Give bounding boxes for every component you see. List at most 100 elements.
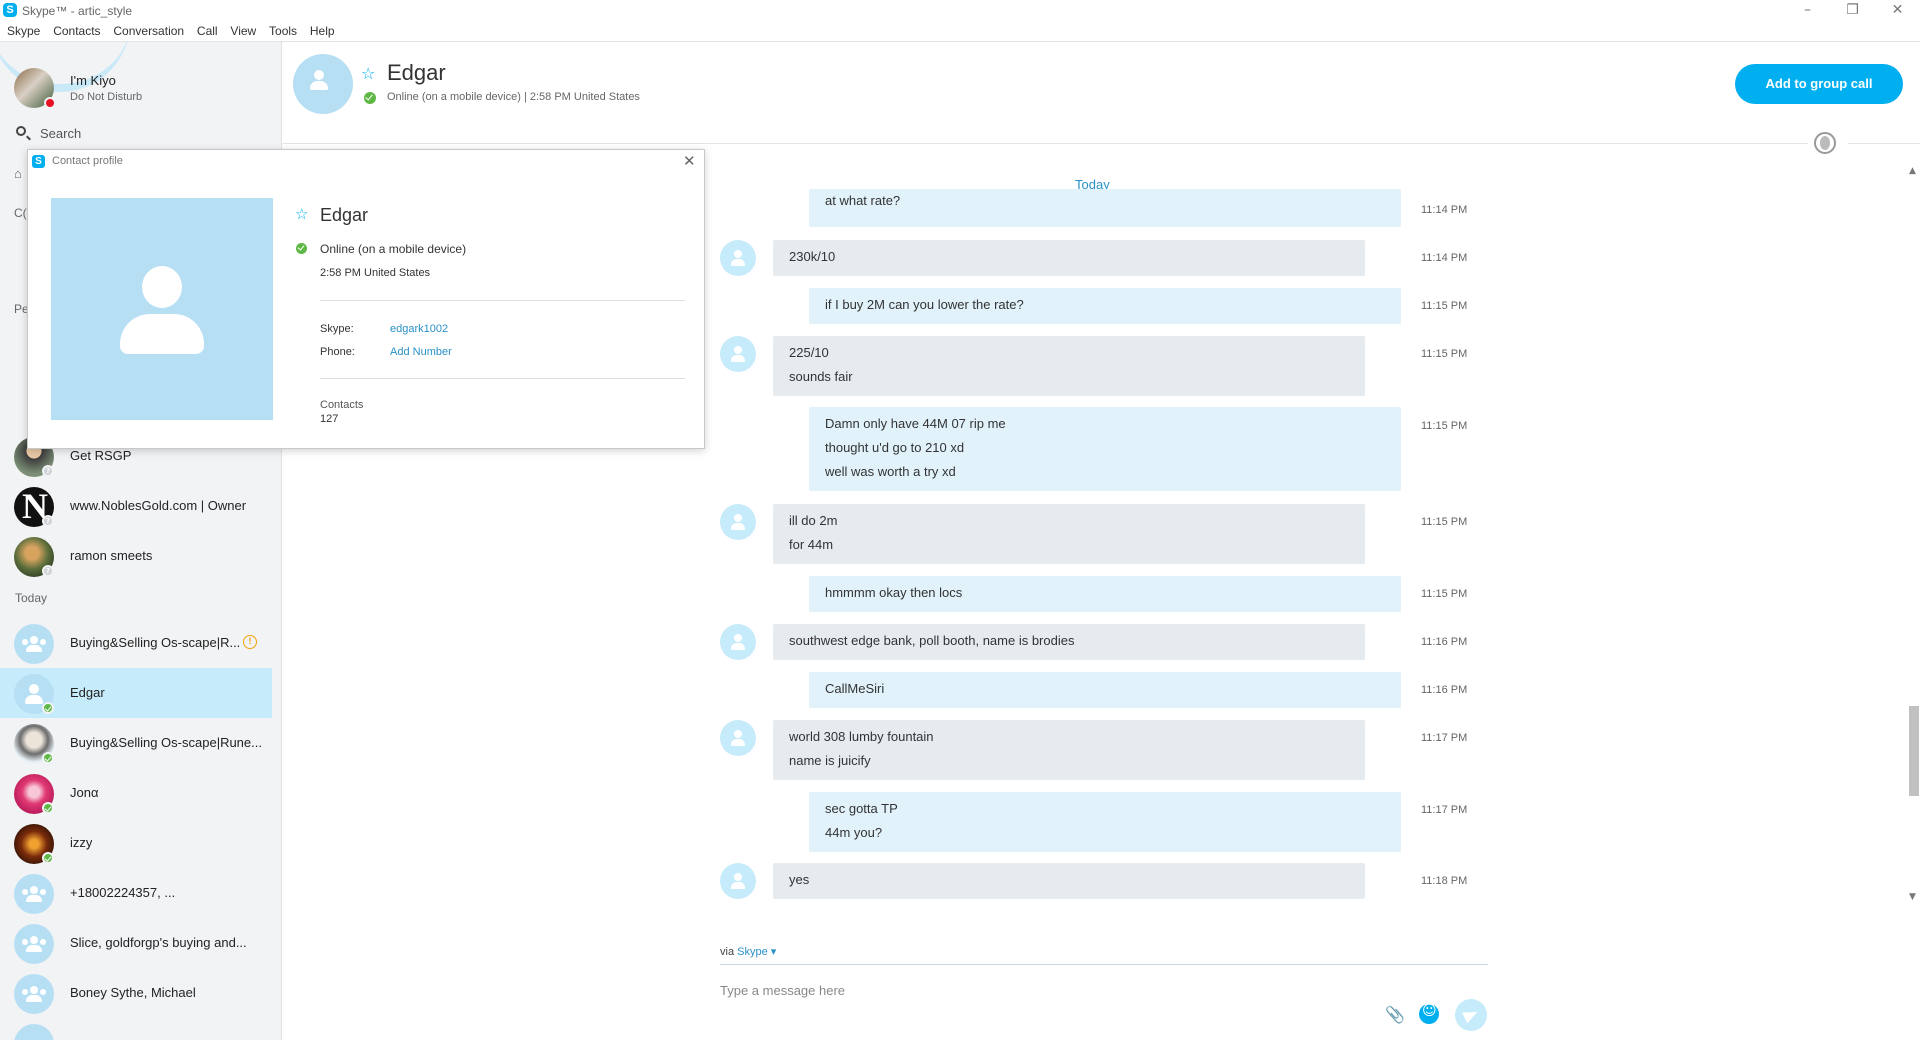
window-title: Skype™ - artic_style <box>22 4 133 18</box>
menu-contacts[interactable]: Contacts <box>53 24 101 38</box>
section-today-label: Today <box>15 591 48 605</box>
message-text: sounds fair <box>789 369 853 384</box>
home-icon[interactable]: ⌂ <box>14 166 22 181</box>
profile-name: Edgar <box>320 205 369 225</box>
message-bubble-outgoing[interactable]: at what rate? <box>809 189 1401 227</box>
scroll-up-icon[interactable]: ▲ <box>1909 166 1916 176</box>
contact-name: ramon smeets <box>70 548 153 563</box>
menu-skype[interactable]: Skype <box>7 24 41 38</box>
favorite-star-icon[interactable]: ☆ <box>295 205 309 223</box>
menu-tools[interactable]: Tools <box>269 24 298 38</box>
contact-group-phone[interactable]: +18002224357, ... <box>0 868 272 918</box>
contact-jona[interactable]: Jonα <box>0 768 272 818</box>
globe-icon[interactable] <box>1814 132 1836 154</box>
do-not-disturb-icon <box>44 97 56 109</box>
sender-avatar[interactable] <box>720 504 756 540</box>
contact-profile-dialog: S Contact profile ✕ ☆ Edgar Online (on a… <box>27 149 705 449</box>
menu-conversation[interactable]: Conversation <box>113 24 185 38</box>
message-time: 11:15 PM <box>1421 300 1468 312</box>
contact-group-buying-selling-1[interactable]: Buying&Selling Os-scape|R... ! <box>0 618 272 668</box>
message-bubble-incoming[interactable]: yes <box>773 863 1365 899</box>
contact-name: Boney Sythe, Michael <box>70 985 196 1000</box>
message-bubble-outgoing[interactable]: Damn only have 44M 07 rip me thought u'd… <box>809 407 1401 491</box>
scroll-down-icon[interactable]: ▼ <box>1909 892 1916 902</box>
contact-partial[interactable] <box>0 1018 272 1040</box>
day-separator: Today <box>1075 177 1110 192</box>
message-bubble-outgoing[interactable]: sec gotta TP 44m you? <box>809 792 1401 852</box>
via-skype-link[interactable]: Skype ▾ <box>737 946 777 958</box>
sender-avatar[interactable] <box>720 720 756 756</box>
presence-online-icon <box>42 752 54 764</box>
message-text: for 44m <box>789 537 834 552</box>
header-arc-decoration <box>0 42 130 92</box>
sender-avatar[interactable] <box>720 624 756 660</box>
attachment-paperclip-icon[interactable]: 📎 <box>1385 1005 1405 1024</box>
restore-button[interactable]: ❐ <box>1846 2 1859 18</box>
search-box[interactable]: Search <box>14 122 264 144</box>
skype-name-link[interactable]: edgark1002 <box>390 323 449 335</box>
message-bubble-incoming[interactable]: 230k/10 <box>773 240 1365 276</box>
scroll-thumb[interactable] <box>1909 706 1919 796</box>
chat-scrollbar[interactable]: ▲ ▼ <box>1906 166 1920 906</box>
contact-buying-selling-2[interactable]: Buying&Selling Os-scape|Rune... <box>0 718 272 768</box>
sidebar-partial-label-1: C( <box>14 206 27 220</box>
sender-avatar[interactable] <box>720 240 756 276</box>
contact-noblesgold[interactable]: www.NoblesGold.com | Owner <box>0 481 272 531</box>
skype-label: Skype: <box>320 323 354 335</box>
menu-help[interactable]: Help <box>309 24 335 38</box>
contact-name: Get RSGP <box>70 448 132 463</box>
message-time: 11:16 PM <box>1421 684 1468 696</box>
contact-name: www.NoblesGold.com | Owner <box>70 498 247 513</box>
contact-name: +18002224357, ... <box>70 885 176 900</box>
message-bubble-outgoing[interactable]: if I buy 2M can you lower the rate? <box>809 288 1401 324</box>
send-button[interactable] <box>1455 999 1487 1031</box>
contact-izzy[interactable]: izzy <box>0 818 272 868</box>
menu-view[interactable]: View <box>230 24 257 38</box>
emoticon-icon[interactable] <box>1419 1003 1439 1024</box>
sender-avatar[interactable] <box>720 336 756 372</box>
phone-label: Phone: <box>320 346 355 358</box>
message-time: 11:17 PM <box>1421 804 1468 816</box>
search-input[interactable]: Search <box>40 126 82 141</box>
contact-edgar[interactable]: Edgar <box>0 668 272 718</box>
message-bubble-incoming[interactable]: world 308 lumby fountain name is juicify <box>773 720 1365 780</box>
message-bubble-incoming[interactable]: southwest edge bank, poll booth, name is… <box>773 624 1365 660</box>
message-text: Damn only have 44M 07 rip me <box>825 416 1006 431</box>
message-bubble-incoming[interactable]: 225/10 sounds fair <box>773 336 1365 396</box>
message-bubble-outgoing[interactable]: hmmmm okay then locs <box>809 576 1401 612</box>
header-divider-right <box>1848 143 1920 144</box>
contact-ramon-smeets[interactable]: ramon smeets <box>0 531 272 581</box>
message-time: 11:15 PM <box>1421 420 1468 432</box>
message-input[interactable]: Type a message here <box>720 983 846 998</box>
message-time: 11:14 PM <box>1421 252 1468 264</box>
message-text: ill do 2m <box>789 513 838 528</box>
profile-picture <box>51 198 273 420</box>
close-icon[interactable]: ✕ <box>683 152 696 170</box>
conversation-header: ☆ Edgar Online (on a mobile device) | 2:… <box>283 42 1920 120</box>
contacts-count-label: Contacts <box>320 399 364 411</box>
sender-avatar[interactable] <box>720 863 756 899</box>
message-bubble-outgoing[interactable]: CallMeSiri <box>809 672 1401 708</box>
conversation-avatar[interactable] <box>293 54 353 114</box>
group-icon <box>14 974 54 1014</box>
contact-group-slice[interactable]: Slice, goldforgp's buying and... <box>0 918 272 968</box>
contact-name: Jonα <box>70 785 99 800</box>
message-time: 11:17 PM <box>1421 732 1468 744</box>
contact-group-boney[interactable]: Boney Sythe, Michael <box>0 968 272 1018</box>
message-text: sec gotta TP <box>825 801 898 816</box>
title-bar: S Skype™ - artic_style – ❐ ✕ <box>0 0 1920 22</box>
add-number-link[interactable]: Add Number <box>390 346 452 358</box>
divider <box>320 378 685 379</box>
via-skype-selector[interactable]: via Skype ▾ <box>720 945 776 958</box>
message-text: southwest edge bank, poll booth, name is… <box>789 633 1075 648</box>
add-to-group-call-button[interactable]: Add to group call <box>1735 64 1903 104</box>
my-profile[interactable]: I'm Kiyo Do Not Disturb <box>14 68 274 112</box>
favorite-star-icon[interactable]: ☆ <box>361 64 376 83</box>
group-icon <box>14 924 54 964</box>
message-bubble-incoming[interactable]: ill do 2m for 44m <box>773 504 1365 564</box>
group-icon <box>14 874 54 914</box>
conversation-title[interactable]: Edgar <box>387 60 446 85</box>
menu-call[interactable]: Call <box>196 24 218 38</box>
close-button[interactable]: ✕ <box>1891 2 1904 18</box>
minimize-button[interactable]: – <box>1804 2 1811 18</box>
